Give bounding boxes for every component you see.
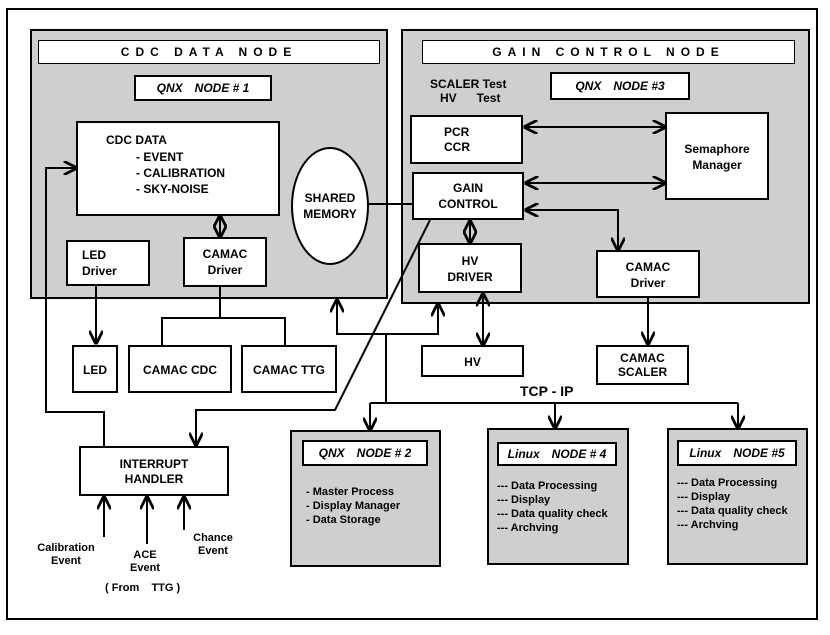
cdc-node-banner: CDC DATA NODE	[38, 40, 380, 64]
hv-driver-label: DRIVER	[447, 270, 493, 284]
interrupt-handler-label: HANDLER	[124, 472, 184, 486]
ttg-source-label: ( From TTG )	[105, 582, 181, 594]
semaphore-label: Manager	[692, 158, 742, 172]
led-driver-box: LED Driver	[66, 240, 150, 286]
node2-label: QNX NODE # 2	[302, 440, 428, 466]
camac-scaler-label: SCALER	[617, 365, 668, 379]
shared-memory-ellipse: SHARED MEMORY	[291, 147, 369, 265]
gain-camac-link	[526, 210, 618, 250]
camac-ttg-box: CAMAC TTG	[241, 345, 337, 393]
interrupt-handler-box: INTERRUPT HANDLER	[79, 446, 229, 496]
node2-item: - Master Process	[306, 486, 395, 498]
hv-label: HV	[464, 355, 481, 369]
qnx-os-label: QNX	[318, 446, 345, 460]
tcp-ip-label: TCP - IP	[520, 383, 574, 399]
node5-item: --- Data quality check	[677, 505, 788, 517]
node2-item: - Display Manager	[306, 500, 401, 512]
camac-scaler-label: CAMAC	[620, 351, 665, 365]
pcr-ccr-box: PCR CCR	[410, 115, 523, 164]
camac-driver-label: Driver	[207, 263, 243, 277]
ace-event-label: ACE	[133, 549, 157, 561]
led-device-box: LED	[72, 345, 118, 393]
semaphore-label: Semaphore	[684, 142, 750, 156]
led-driver-label: LED	[82, 248, 106, 262]
gain-camac-driver-box: CAMAC Driver	[596, 250, 700, 298]
node-number: NODE #3	[613, 79, 665, 93]
qnx-os-label: QNX	[575, 79, 602, 93]
camac-driver-label: CAMAC	[202, 247, 248, 261]
camac-driver-label: Driver	[630, 276, 666, 290]
shared-memory-label: SHARED	[304, 191, 356, 205]
node2-box: QNX NODE # 2 - Master Process - Display …	[290, 430, 441, 567]
cdc-data-item: - CALIBRATION	[136, 166, 226, 180]
hv-device-box: HV	[421, 345, 524, 377]
gain-node-label: QNX NODE #3	[550, 72, 690, 100]
camac-ttg-label: CAMAC TTG	[253, 363, 325, 377]
qnx-os-label: QNX	[156, 81, 183, 95]
hv-test-label: HV Test	[440, 91, 501, 105]
node-bus	[337, 300, 438, 335]
camac-scaler-box: CAMAC SCALER	[596, 345, 689, 385]
interrupt-handler-label: INTERRUPT	[119, 457, 189, 471]
hv-driver-label: HV	[461, 254, 479, 268]
node4-item: --- Data Processing	[497, 480, 598, 492]
shared-memory-label: MEMORY	[303, 207, 357, 221]
cdc-data-item: - EVENT	[136, 150, 184, 164]
camac-cdc-box: CAMAC CDC	[128, 345, 232, 393]
camac-bus	[161, 317, 286, 345]
calibration-event-label: Calibration	[37, 542, 95, 554]
node5-item: --- Data Processing	[677, 477, 778, 489]
node4-item: --- Display	[497, 494, 551, 506]
gain-control-label: CONTROL	[438, 197, 498, 211]
node4-item: --- Data quality check	[497, 508, 608, 520]
node-number: NODE #5	[733, 446, 785, 460]
ace-event-label: Event	[130, 562, 160, 574]
node5-label: Linux NODE #5	[677, 440, 797, 466]
led-label: LED	[83, 363, 107, 377]
gain-node-banner: GAIN CONTROL NODE	[422, 40, 795, 64]
hv-driver-box: HV DRIVER	[418, 243, 522, 293]
pcr-label: PCR	[444, 125, 470, 139]
semaphore-manager-box: Semaphore Manager	[665, 112, 769, 200]
node4-item: --- Archving	[497, 522, 559, 534]
ccr-label: CCR	[444, 140, 470, 154]
scaler-test-label: SCALER Test	[430, 77, 507, 91]
linux-os-label: Linux	[689, 446, 722, 460]
node-number: NODE # 2	[356, 446, 412, 460]
node2-item: - Data Storage	[306, 514, 381, 526]
camac-driver-label: CAMAC	[625, 260, 671, 274]
calibration-event-label: Event	[51, 555, 81, 567]
chance-event-label: Event	[198, 545, 228, 557]
camac-cdc-label: CAMAC CDC	[143, 363, 217, 377]
node-number: NODE # 4	[551, 447, 607, 461]
cdc-data-item: - SKY-NOISE	[136, 182, 209, 196]
node-number: NODE # 1	[194, 81, 250, 95]
diagram-frame	[6, 8, 818, 620]
gain-control-box: GAIN CONTROL	[412, 172, 524, 220]
cdc-node-label: QNX NODE # 1	[134, 75, 272, 101]
gain-interrupt-link	[196, 219, 431, 445]
led-driver-label: Driver	[82, 264, 117, 278]
gain-control-label: GAIN	[453, 181, 483, 195]
cdc-data-box: CDC DATA - EVENT - CALIBRATION - SKY-NOI…	[76, 121, 280, 216]
cdc-data-title: CDC DATA	[106, 133, 167, 147]
interrupt-cdc-link	[45, 168, 105, 446]
node5-item: --- Archving	[677, 519, 739, 531]
linux-os-label: Linux	[507, 447, 540, 461]
node5-item: --- Display	[677, 491, 731, 503]
node5-box: Linux NODE #5 --- Data Processing --- Di…	[667, 428, 808, 565]
chance-event-label: Chance	[193, 532, 233, 544]
node4-label: Linux NODE # 4	[497, 442, 617, 466]
